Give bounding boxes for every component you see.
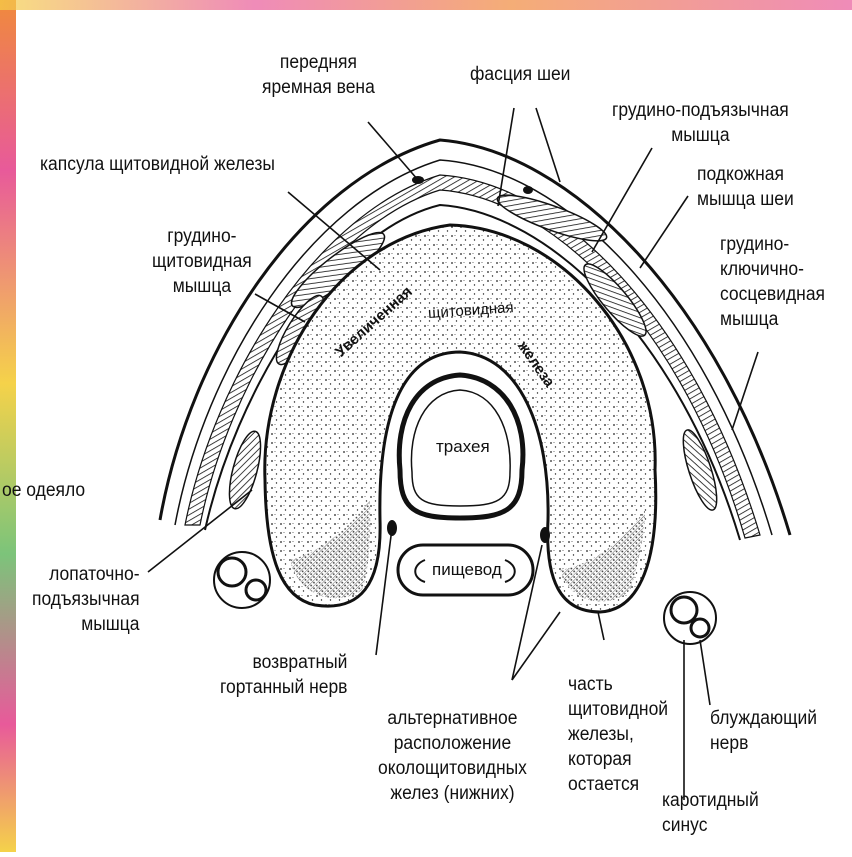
label-sternothyroid-line-3: мышца — [152, 274, 252, 299]
decorative-border-left — [0, 0, 16, 852]
label-recurrent-laryngeal-nerve: возвратный гортанный нерв — [220, 650, 347, 700]
label-alt-parathyroid-line-1: альтернативное — [378, 706, 527, 731]
label-sternohyoid: грудино-подъязычная мышца — [612, 98, 789, 148]
label-anterior-jugular-vein-line-2: яремная вена — [262, 75, 375, 100]
label-platysma-line-2: мышца шеи — [697, 187, 794, 212]
label-sternocleidomastoid-line-4: мышца — [720, 307, 825, 332]
label-alt-parathyroid-line-3: околощитовидных — [378, 756, 527, 781]
label-vagus-nerve: блуждающий нерв — [710, 706, 817, 756]
label-omohyoid: лопаточно- подъязычная мышца — [32, 562, 140, 637]
carotid-sheath-right — [664, 592, 716, 644]
label-recurrent-laryngeal-line-1: возвратный — [220, 650, 347, 675]
decorative-border-top — [0, 0, 852, 10]
label-thyroid-capsule-line-1: капсула щитовидной железы — [40, 152, 275, 177]
omohyoid-muscle-left — [223, 428, 267, 511]
label-sternohyoid-line-2: мышца — [612, 123, 789, 148]
label-blanket-line-1: ое одеяло — [2, 478, 85, 503]
label-vagus-line-1: блуждающий — [710, 706, 817, 731]
label-alt-parathyroid-line-2: расположение — [378, 731, 527, 756]
label-blanket: ое одеяло — [2, 478, 85, 503]
label-anterior-jugular-vein: передняя яремная вена — [262, 50, 375, 100]
label-omohyoid-line-3: мышца — [32, 612, 140, 637]
label-platysma-line-1: подкожная — [697, 162, 794, 187]
label-sternocleidomastoid-line-2: ключично- — [720, 257, 825, 282]
label-remaining-thyroid: часть щитовидной железы, которая остаетс… — [568, 672, 668, 797]
label-vagus-line-2: нерв — [710, 731, 817, 756]
label-omohyoid-line-2: подъязычная — [32, 587, 140, 612]
label-sternohyoid-line-1: грудино-подъязычная — [612, 98, 789, 123]
label-omohyoid-line-1: лопаточно- — [32, 562, 140, 587]
label-platysma: подкожная мышца шеи — [697, 162, 794, 212]
trachea-label: трахея — [436, 437, 490, 457]
label-carotid-sinus-line-2: синус — [662, 813, 759, 838]
fascia-dot — [523, 186, 533, 194]
label-anterior-jugular-vein-line-1: передняя — [262, 50, 375, 75]
label-remaining-thyroid-line-2: щитовидной — [568, 697, 668, 722]
label-sternocleidomastoid-line-1: грудино- — [720, 232, 825, 257]
esophagus-label: пищевод — [432, 560, 502, 580]
label-sternothyroid-line-1: грудино- — [152, 224, 252, 249]
label-recurrent-laryngeal-line-2: гортанный нерв — [220, 675, 347, 700]
carotid-sheath-left — [214, 552, 270, 608]
label-alternative-parathyroid: альтернативное расположение околощитовид… — [378, 706, 527, 806]
label-sternocleidomastoid: грудино- ключично- сосцевидная мышца — [720, 232, 825, 332]
label-neck-fascia-line-1: фасция шеи — [470, 62, 570, 87]
label-thyroid-capsule: капсула щитовидной железы — [40, 152, 275, 177]
label-neck-fascia: фасция шеи — [470, 62, 570, 87]
parathyroid-dot-right — [540, 527, 550, 543]
label-remaining-thyroid-line-5: остается — [568, 772, 668, 797]
label-sternothyroid: грудино- щитовидная мышца — [152, 224, 252, 299]
label-remaining-thyroid-line-4: которая — [568, 747, 668, 772]
label-sternothyroid-line-2: щитовидная — [152, 249, 252, 274]
label-remaining-thyroid-line-1: часть — [568, 672, 668, 697]
label-sternocleidomastoid-line-3: сосцевидная — [720, 282, 825, 307]
label-remaining-thyroid-line-3: железы, — [568, 722, 668, 747]
label-alt-parathyroid-line-4: желез (нижних) — [378, 781, 527, 806]
label-carotid-sinus-line-1: каротидный — [662, 788, 759, 813]
label-carotid-sinus: каротидный синус — [662, 788, 759, 838]
